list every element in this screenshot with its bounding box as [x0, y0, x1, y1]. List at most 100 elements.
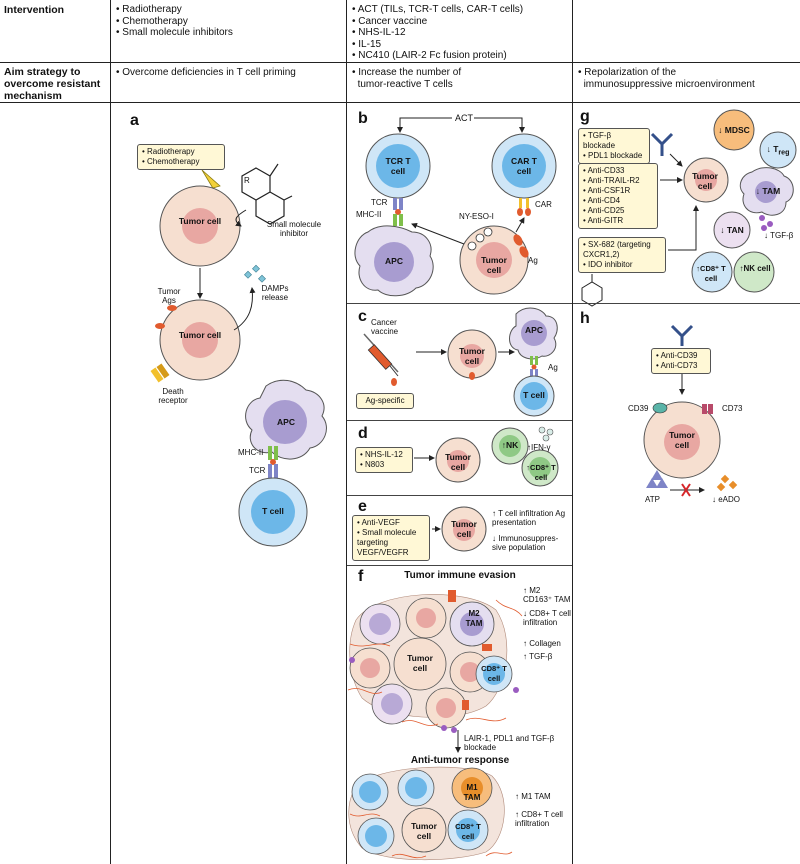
panel-divider: [347, 420, 572, 421]
tgfb-dots: [349, 657, 519, 733]
tcr-label: TCR: [249, 466, 266, 475]
box-item: Anti-CD73: [660, 361, 698, 370]
nk-label: ↑NK: [501, 440, 519, 450]
list-item: NHS-IL-12: [352, 27, 570, 39]
note-m1-tam: ↑ M1 TAM: [515, 792, 551, 801]
atp-label: ATP: [645, 495, 660, 504]
list-item: • SX-682 (targeting CXCR1,2): [583, 240, 651, 259]
cd39-icon: [652, 402, 668, 414]
death-receptor-icon: [150, 363, 170, 383]
box-item: IDO inhibitor: [588, 260, 633, 269]
note-text: TGF-β: [529, 652, 553, 661]
box-item: N803: [365, 460, 385, 469]
column-divider: [346, 0, 347, 864]
cd8-label: ↑CD8⁺ T cell: [696, 264, 726, 283]
tgfb-dots: [759, 215, 773, 231]
nk-text: NK: [505, 440, 519, 450]
note-m2-tam: ↑ M2 CD163⁺ TAM: [523, 586, 571, 604]
panel-d-drawing: [414, 426, 559, 487]
row-divider: [0, 62, 800, 63]
treg-cell: [759, 131, 797, 169]
ag-icon: [513, 234, 523, 246]
box-item: NHS-IL-12: [365, 450, 403, 459]
antibody-icon: [650, 132, 674, 156]
panel-h-drawing: [643, 324, 738, 497]
panel-divider: [347, 565, 572, 566]
panel-c-letter: c: [358, 308, 367, 325]
box-item: Anti-CSF1R: [587, 186, 631, 195]
ifn-text: IFN-γ: [531, 443, 551, 452]
block-icon: [681, 483, 691, 497]
tam-text: TAM: [762, 186, 781, 196]
ag-label: Ag: [528, 256, 538, 265]
list-item: Chemotherapy: [116, 16, 341, 28]
list-item: • Anti-CD33: [583, 166, 625, 175]
tan-label: ↓ TAN: [720, 225, 744, 235]
list-item: • IDO inhibitor: [583, 260, 633, 269]
tumor-label: Tumor cell: [407, 653, 433, 673]
panel-f-drawing: [347, 590, 523, 861]
note-cd8-infiltration: ↓ CD8+ T cell infiltration: [523, 609, 571, 627]
note-cd8-infiltration-up: ↑ CD8+ T cell infiltration: [515, 810, 563, 828]
lair-receptors: [448, 590, 492, 710]
intervention-header: Intervention: [4, 4, 65, 16]
tan-cell: [713, 211, 751, 249]
nk-label: ↑NK cell: [739, 264, 771, 273]
cd8-tcell: [691, 251, 733, 293]
list-item: • Anti-CD73: [656, 361, 698, 370]
col3-aim-line2: immunosuppressive microenvironment: [583, 78, 755, 90]
act-label: ACT: [455, 113, 473, 123]
box-item: Anti-GITR: [587, 216, 624, 225]
treg-subscript: reg: [778, 148, 790, 157]
panel-divider: [347, 495, 572, 496]
antibody-icon: [670, 324, 694, 346]
tcell-label: T cell: [523, 390, 545, 400]
col2-aim: • Increase the number of tumor-reactive …: [352, 67, 462, 90]
ag-icon: [391, 378, 397, 386]
apc-core: [263, 400, 307, 444]
list-item: • Anti-GITR: [583, 216, 624, 225]
antitumor-title: Anti-tumor response: [410, 755, 510, 766]
tumor-cell-1-label: Tumor cell: [178, 216, 222, 226]
note-text: CD8+ T cell infiltration: [515, 810, 563, 828]
tumor-nucleus-2: [182, 322, 218, 358]
panel-c-drawing: [363, 307, 558, 417]
up-effect-text: T cell infiltration Ag presentation: [492, 509, 566, 527]
tumor-nucleus-1: [182, 208, 218, 244]
eado-label: ↓ eADO: [712, 495, 741, 504]
tgfb-text: TGF-β: [770, 231, 794, 240]
evasion-title: Tumor immune evasion: [404, 570, 516, 581]
up-effect: ↑ T cell infiltration Ag presentation: [492, 509, 566, 527]
col3-aim: • Repolarization of the immunosuppressiv…: [578, 67, 755, 90]
list-item: Small molecule inhibitors: [116, 27, 341, 39]
note-text: Collagen: [529, 639, 561, 648]
damps-label: DAMPs release: [261, 284, 289, 302]
tgfb-label: ↓ TGF-β: [764, 231, 794, 240]
panel-d-box: • NHS-IL-12 • N803: [355, 447, 413, 473]
box-item: TGF-β blockade: [583, 131, 616, 150]
mhc-label: MHC-II: [238, 448, 264, 457]
list-item: • N803: [360, 460, 385, 469]
panel-h-letter: h: [580, 310, 590, 327]
damps-icon: [244, 264, 266, 283]
box-item: Anti-TRAIL-R2: [587, 176, 640, 185]
m1tam-label: M1 TAM: [463, 783, 481, 802]
tcr-label: TCR: [371, 198, 388, 207]
col1-aim-text: Overcome deficiencies in T cell priming: [122, 67, 296, 78]
tcr-mhc-complex: [393, 198, 403, 226]
panel-b-drawing: [354, 117, 557, 297]
list-item: • Anti-CSF1R: [583, 186, 631, 195]
tcell-core: [251, 490, 295, 534]
row-divider: [0, 102, 800, 103]
box-item: Anti-CD4: [587, 196, 621, 205]
small-molecule-icon: [581, 274, 603, 307]
list-item: • Anti-VEGF: [357, 518, 400, 527]
col1-interventions: Radiotherapy Chemotherapy Small molecule…: [116, 4, 341, 39]
ifn-label: ↑IFN-γ: [527, 443, 551, 452]
tumor-label: Tumor cell: [459, 346, 485, 366]
cd8-text: CD8⁺ T cell: [530, 463, 556, 482]
box-item: Anti-VEGF: [361, 518, 400, 527]
cd8-label: CD8⁺ T cell: [481, 664, 507, 683]
panel-g-box3: • SX-682 (targeting CXCR1,2) • IDO inhib…: [578, 237, 666, 273]
panel-g-box2: • Anti-CD33 • Anti-TRAIL-R2 • Anti-CSF1R…: [578, 163, 658, 229]
